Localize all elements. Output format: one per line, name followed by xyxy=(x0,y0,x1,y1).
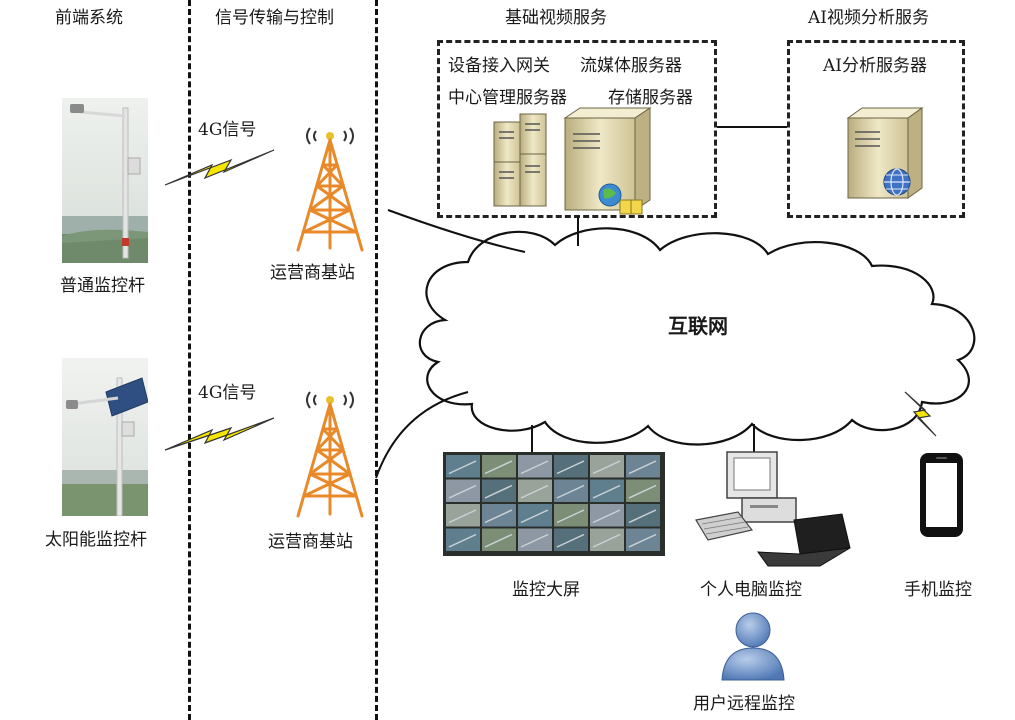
column-title-ai-service: AI视频分析服务 xyxy=(808,8,929,28)
tower-label-2: 运营商基站 xyxy=(268,532,353,552)
signal-label-2: 4G信号 xyxy=(198,383,257,403)
video-wall-tile-detail xyxy=(520,509,549,524)
lightning-icon xyxy=(904,391,937,437)
video-wall-tile-detail xyxy=(592,460,621,475)
internet-cloud xyxy=(418,227,976,446)
server-cluster-icon xyxy=(493,113,547,207)
server-icon xyxy=(563,107,652,215)
big-screen-label: 监控大屏 xyxy=(512,580,580,600)
mobile-phone-icon xyxy=(920,453,963,537)
cell-tower-icon xyxy=(296,127,364,252)
remote-user-label: 用户远程监控 xyxy=(693,694,795,714)
laptop-icon xyxy=(756,513,851,567)
video-wall-icon xyxy=(443,452,665,556)
video-wall-tile-detail xyxy=(448,509,477,524)
video-wall-tile-detail xyxy=(628,484,657,499)
video-wall-tile-detail xyxy=(556,460,585,475)
video-wall-tile-detail xyxy=(484,460,513,475)
column-title-frontend: 前端系统 xyxy=(55,8,123,28)
pc-monitor-label: 个人电脑监控 xyxy=(700,580,802,600)
tower-label-1: 运营商基站 xyxy=(270,263,355,283)
video-wall-tile-detail xyxy=(628,509,657,524)
video-wall-tile-detail xyxy=(520,460,549,475)
column-title-transmission: 信号传输与控制 xyxy=(215,8,334,28)
ai-server-icon xyxy=(846,107,924,199)
video-wall-tile-detail xyxy=(484,509,513,524)
ai-server-label: AI分析服务器 xyxy=(823,56,927,76)
ai-service-box xyxy=(787,40,965,218)
video-wall-tile-detail xyxy=(556,533,585,548)
signal-label-1: 4G信号 xyxy=(198,120,257,140)
video-wall-tile-detail xyxy=(448,533,477,548)
video-wall-tile-detail xyxy=(628,460,657,475)
video-wall-tile-detail xyxy=(592,484,621,499)
video-wall-tile-detail xyxy=(592,533,621,548)
video-wall-tile-detail xyxy=(484,484,513,499)
ordinary-pole-photo xyxy=(62,98,148,263)
desktop-computer-icon xyxy=(695,451,797,541)
storage-server-label: 存储服务器 xyxy=(608,88,693,108)
video-wall-tile-detail xyxy=(448,484,477,499)
video-wall-tile-detail xyxy=(628,533,657,548)
lightning-icon xyxy=(164,417,275,451)
video-wall-tile-detail xyxy=(556,484,585,499)
management-server-label: 中心管理服务器 xyxy=(448,88,567,108)
video-wall-tile-detail xyxy=(520,533,549,548)
internet-label: 互联网 xyxy=(668,314,728,338)
cell-tower-icon xyxy=(296,391,364,518)
video-wall-tile-detail xyxy=(484,533,513,548)
video-wall-tile-detail xyxy=(592,509,621,524)
solar-pole-photo xyxy=(62,358,148,516)
ordinary-pole-label: 普通监控杆 xyxy=(60,276,145,296)
divider-transmission-service xyxy=(375,0,378,720)
mobile-monitor-label: 手机监控 xyxy=(904,580,972,600)
video-wall-tile-detail xyxy=(556,509,585,524)
solar-pole-label: 太阳能监控杆 xyxy=(45,530,147,550)
column-title-video-service: 基础视频服务 xyxy=(505,8,607,28)
video-wall-tile-detail xyxy=(520,484,549,499)
streaming-server-label: 流媒体服务器 xyxy=(580,56,682,76)
video-wall-tile-detail xyxy=(448,460,477,475)
lightning-icon xyxy=(164,149,275,186)
remote-user-icon xyxy=(721,612,785,681)
divider-frontend-transmission xyxy=(188,0,191,720)
gateway-label: 设备接入网关 xyxy=(448,56,550,76)
